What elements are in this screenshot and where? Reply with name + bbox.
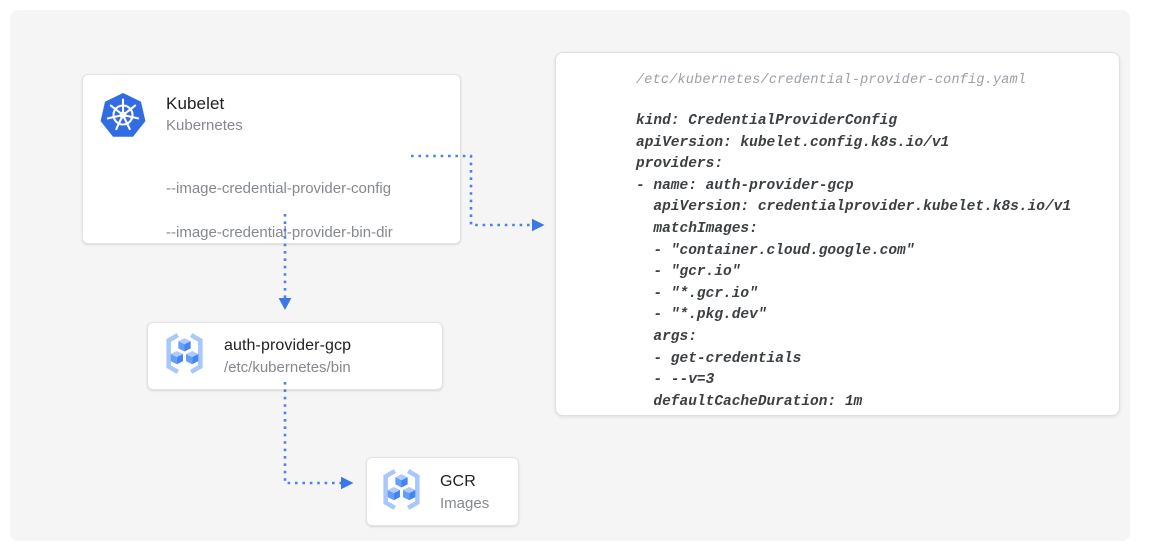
auth-provider-subtitle: /etc/kubernetes/bin (224, 359, 351, 376)
gcr-title: GCR (440, 472, 476, 490)
yaml-filename: /etc/kubernetes/credential-provider-conf… (636, 73, 1027, 88)
yaml-config-panel: /etc/kubernetes/credential-provider-conf… (555, 52, 1120, 416)
node-auth-provider-gcp: auth-provider-gcp /etc/kubernetes/bin (147, 322, 443, 390)
kubelet-flag-bin-dir: --image-credential-provider-bin-dir (166, 224, 393, 241)
node-gcr: GCR Images (366, 457, 519, 526)
diagram-canvas: Kubelet Kubernetes --image-credential-pr… (10, 10, 1130, 541)
gcr-subtitle: Images (440, 494, 490, 512)
yaml-code: kind: CredentialProviderConfig apiVersio… (636, 113, 1072, 410)
kubelet-subtitle: Kubernetes (166, 117, 243, 134)
container-registry-icon (162, 332, 207, 380)
node-kubelet: Kubelet Kubernetes --image-credential-pr… (82, 74, 461, 244)
kubelet-title: Kubelet (166, 94, 225, 113)
container-registry-icon (379, 468, 424, 516)
kubernetes-icon (99, 92, 147, 144)
auth-provider-title: auth-provider-gcp (224, 337, 352, 354)
kubelet-flag-config: --image-credential-provider-config (166, 180, 392, 197)
